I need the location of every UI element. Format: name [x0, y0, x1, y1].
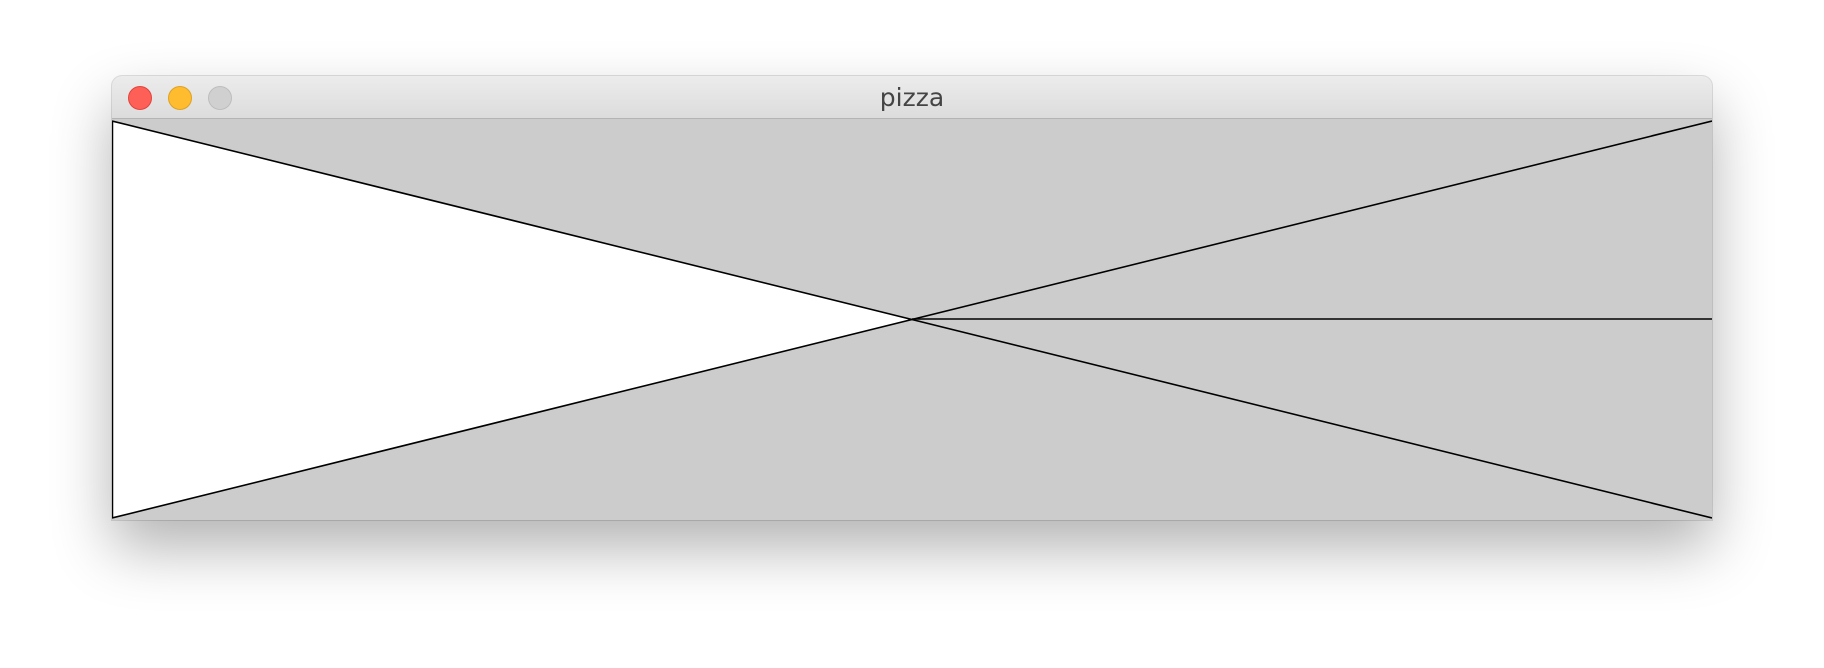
window-title: pizza — [879, 83, 945, 112]
app-window: pizza — [112, 76, 1712, 520]
drawing-canvas[interactable] — [112, 119, 1712, 520]
white-slice — [112, 121, 912, 518]
close-button[interactable] — [128, 86, 152, 110]
zoom-button[interactable] — [208, 86, 232, 110]
title-bar[interactable]: pizza — [112, 76, 1712, 119]
minimize-button[interactable] — [168, 86, 192, 110]
pizza-drawing — [112, 119, 1712, 520]
